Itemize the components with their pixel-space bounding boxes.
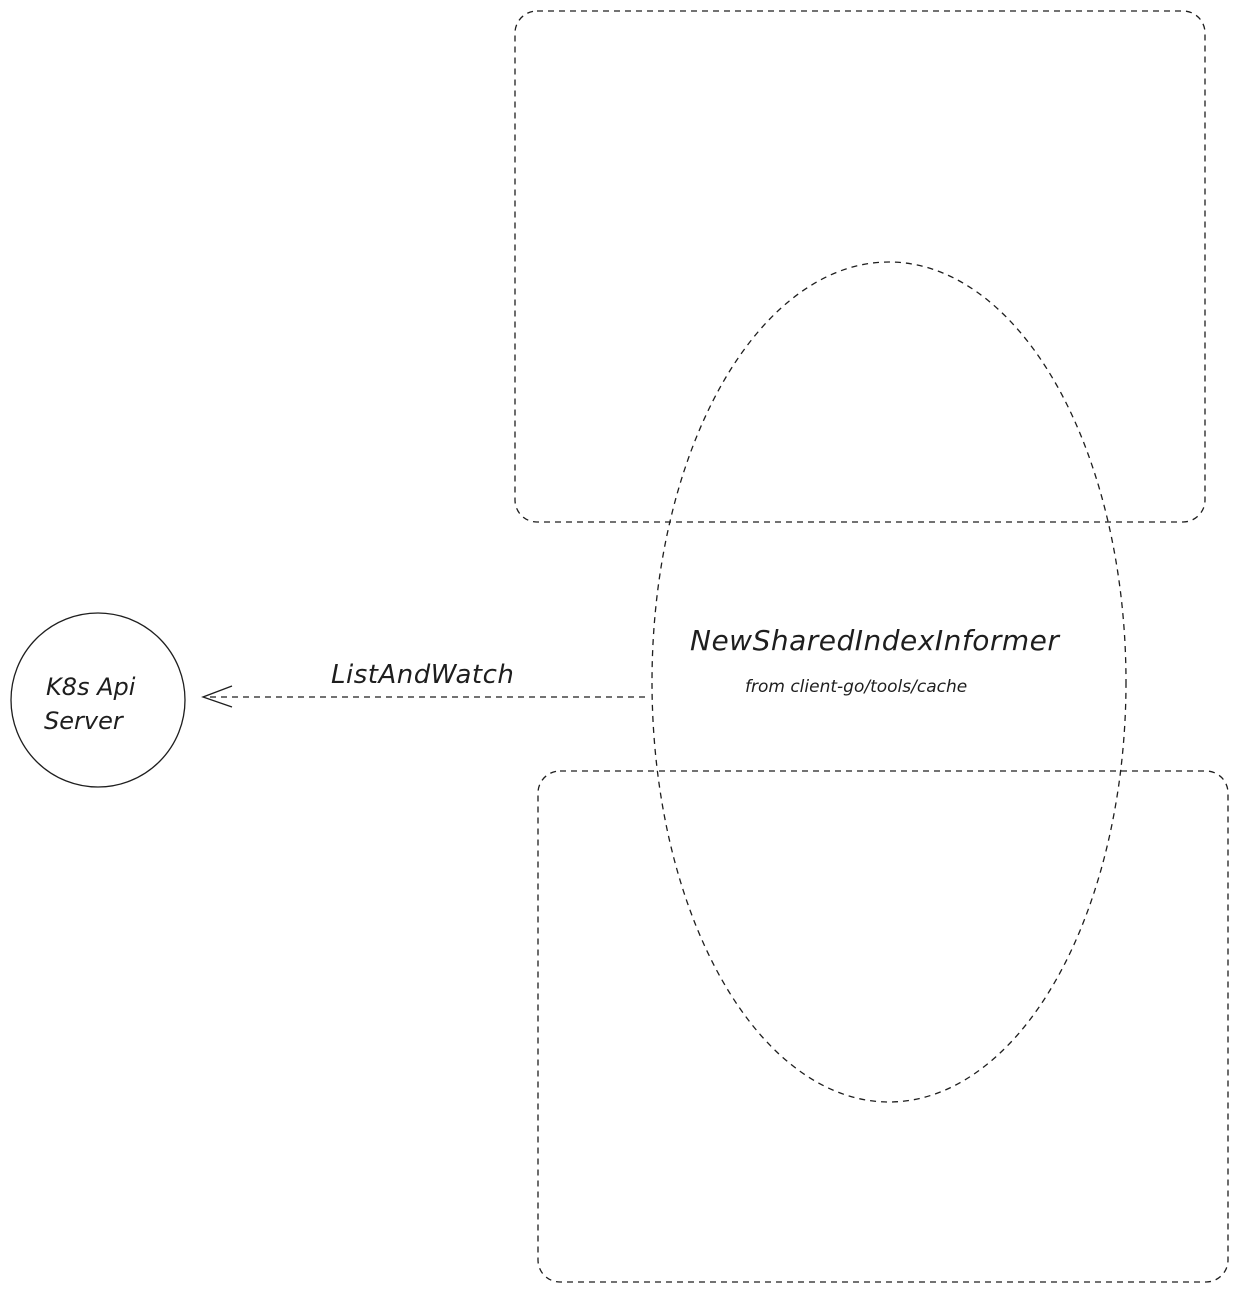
list-and-watch-arrowhead bbox=[201, 685, 233, 708]
api-server-label-line2: Server bbox=[44, 707, 125, 735]
informer-subtitle: from client-go/tools/cache bbox=[745, 677, 967, 697]
top-container-box[interactable] bbox=[514, 10, 1206, 523]
informer-ellipse[interactable] bbox=[651, 261, 1127, 1103]
bottom-container-box[interactable] bbox=[537, 770, 1229, 1283]
api-server-label-line1: K8s Api bbox=[46, 673, 136, 701]
list-and-watch-label: ListAndWatch bbox=[331, 660, 514, 690]
api-server-circle[interactable] bbox=[10, 612, 186, 788]
informer-title: NewSharedIndexInformer bbox=[690, 624, 1060, 657]
